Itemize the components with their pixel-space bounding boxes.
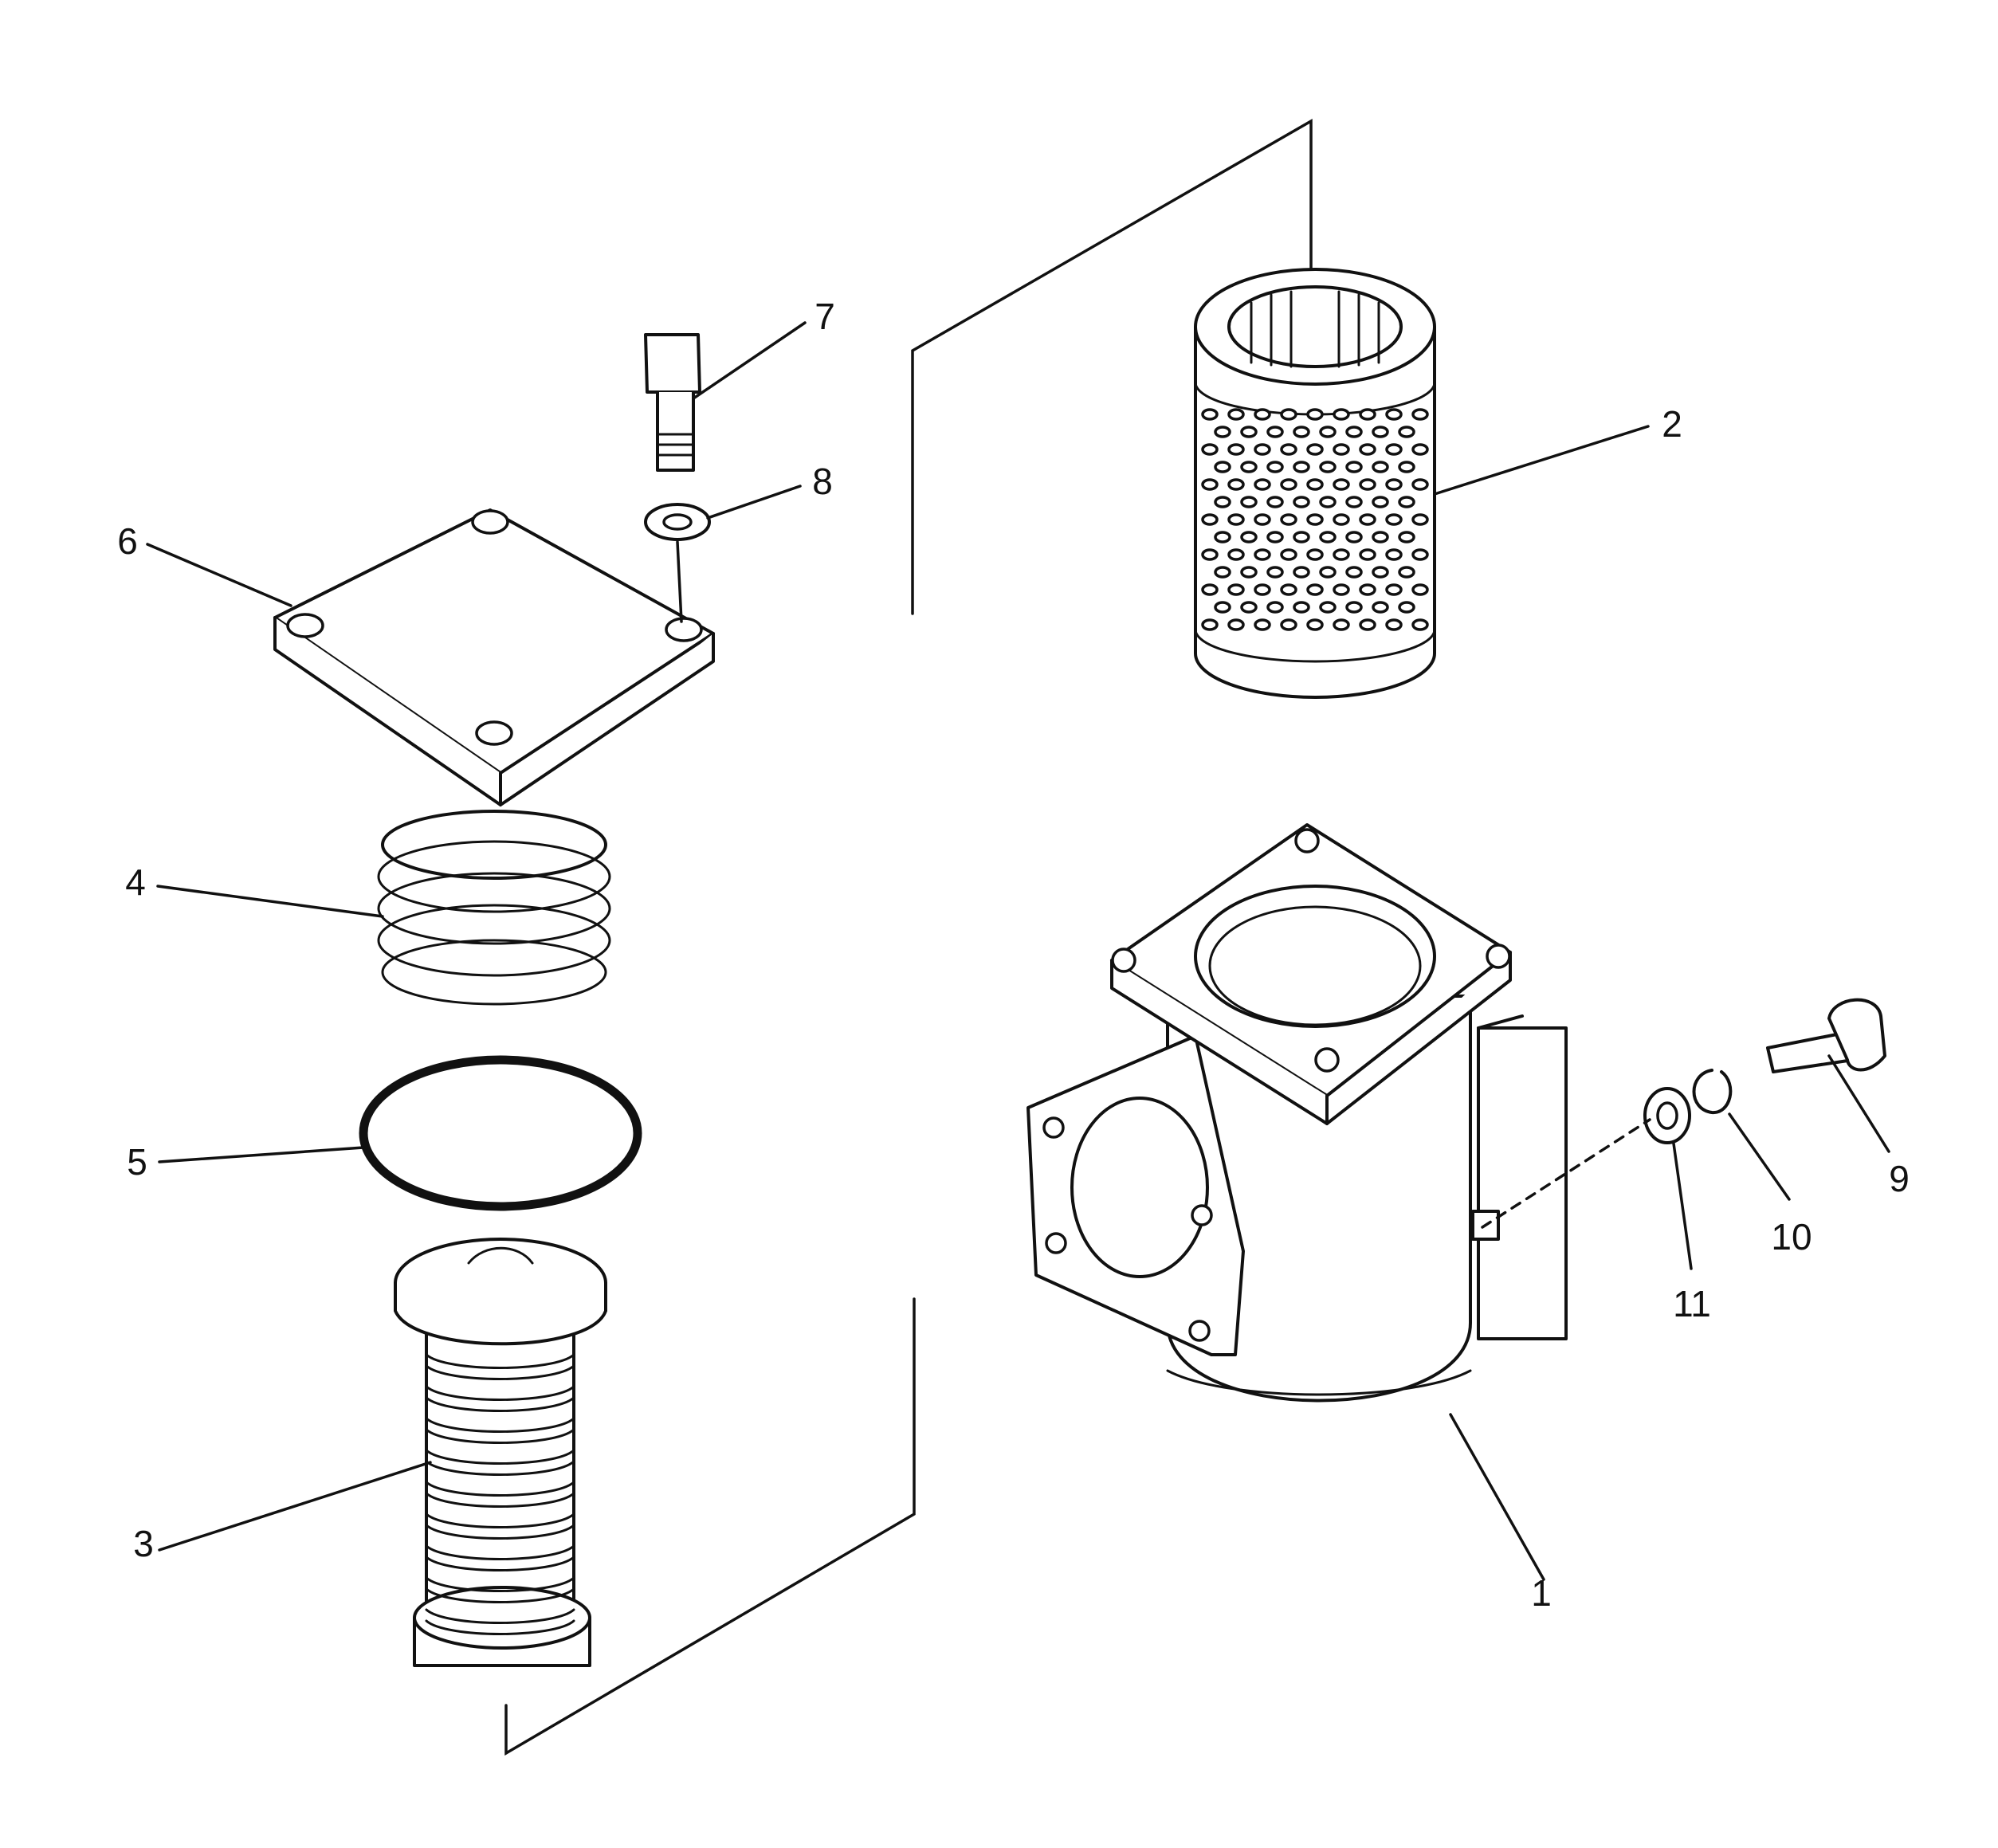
callout-5: 5 bbox=[127, 1141, 147, 1183]
callout-7: 7 bbox=[815, 296, 835, 337]
part-4-spring bbox=[377, 810, 611, 1006]
callout-4: 4 bbox=[125, 861, 146, 903]
part-1-strainer-case bbox=[1026, 823, 1568, 1403]
callout-9: 9 bbox=[1889, 1158, 1910, 1199]
part-8-washer bbox=[644, 503, 711, 541]
perforation-holes bbox=[1201, 408, 1429, 631]
callout-labels: 1 2 3 4 5 6 7 8 9 10 11 bbox=[117, 296, 1910, 1614]
callout-10: 10 bbox=[1771, 1216, 1812, 1258]
part-3-valve-element bbox=[394, 1238, 607, 1667]
valve-element-coils bbox=[425, 1353, 575, 1635]
part-10-spring-washer bbox=[1692, 1069, 1733, 1114]
leader-lines bbox=[146, 321, 1890, 1581]
part-7-bolt bbox=[644, 333, 701, 472]
part-11-washer bbox=[1643, 1087, 1691, 1144]
part-9-bolt bbox=[1766, 998, 1886, 1073]
mount-axis-line bbox=[1481, 1118, 1651, 1229]
callout-1: 1 bbox=[1531, 1572, 1552, 1614]
part-2-strainer-element bbox=[1194, 268, 1436, 699]
callout-6: 6 bbox=[117, 520, 138, 562]
callout-8: 8 bbox=[812, 461, 833, 502]
assembly-boundary bbox=[504, 118, 1313, 1756]
callout-3: 3 bbox=[133, 1523, 154, 1564]
callout-2: 2 bbox=[1662, 403, 1682, 445]
part-5-o-ring bbox=[359, 1055, 642, 1211]
bolt-axis-line bbox=[676, 540, 683, 623]
part-6-cover bbox=[273, 508, 715, 806]
callout-11: 11 bbox=[1673, 1283, 1711, 1324]
